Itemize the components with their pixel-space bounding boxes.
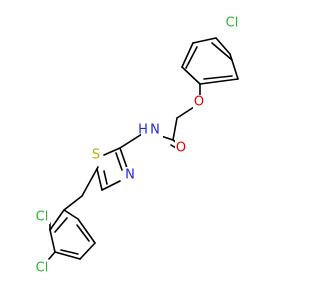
atom-o-carbonyl: O bbox=[175, 139, 187, 156]
atom-label-n: N bbox=[150, 123, 160, 138]
atom-label-o: O bbox=[194, 95, 204, 110]
bond bbox=[203, 75, 233, 80]
bond bbox=[77, 218, 96, 244]
bond bbox=[119, 147, 128, 169]
bond bbox=[54, 251, 81, 260]
bond bbox=[49, 229, 56, 253]
atom-cl-meta: Cl bbox=[34, 261, 50, 276]
bond bbox=[229, 53, 239, 80]
atom-n-amide: H N bbox=[138, 123, 163, 139]
atom-cl-top: Cl bbox=[224, 16, 240, 31]
atom-label-n: N bbox=[125, 168, 135, 183]
bond bbox=[76, 224, 90, 242]
bond bbox=[103, 147, 121, 156]
bond bbox=[199, 78, 239, 85]
bond bbox=[60, 249, 79, 255]
atom-labels: Cl O O H N S N Cl Cl bbox=[34, 16, 240, 276]
bond bbox=[115, 152, 123, 171]
bond bbox=[101, 180, 121, 191]
atom-o-ether: O bbox=[193, 95, 205, 110]
bond bbox=[54, 217, 68, 233]
bond bbox=[96, 168, 103, 191]
bond bbox=[211, 42, 233, 61]
atom-s-thiazole: S bbox=[90, 148, 102, 163]
atom-label-o: O bbox=[176, 141, 186, 156]
bonds bbox=[48, 37, 239, 260]
atom-cl-ortho: Cl bbox=[34, 210, 50, 225]
bond bbox=[172, 117, 178, 141]
bond bbox=[119, 133, 143, 149]
structure-svg: Cl O O H N S N Cl Cl bbox=[34, 16, 240, 276]
bond bbox=[176, 106, 195, 119]
bond bbox=[181, 42, 194, 68]
bond bbox=[185, 46, 198, 69]
bond bbox=[103, 170, 108, 185]
bond bbox=[79, 242, 96, 260]
atom-label-cl: Cl bbox=[36, 261, 49, 276]
bond bbox=[81, 166, 99, 197]
bond bbox=[181, 66, 201, 85]
bond bbox=[48, 251, 56, 260]
atom-label-s: S bbox=[92, 148, 100, 163]
molecule-diagram: Cl O O H N S N Cl Cl bbox=[34, 16, 240, 276]
bond bbox=[63, 209, 79, 220]
bond bbox=[63, 195, 83, 211]
bond bbox=[192, 37, 217, 44]
bond bbox=[215, 37, 231, 55]
atom-label-h: H bbox=[138, 123, 148, 138]
atom-n-thiazole: N bbox=[124, 167, 136, 183]
atom-label-cl: Cl bbox=[226, 16, 239, 31]
bond bbox=[49, 209, 65, 231]
atom-label-cl: Cl bbox=[36, 210, 49, 225]
